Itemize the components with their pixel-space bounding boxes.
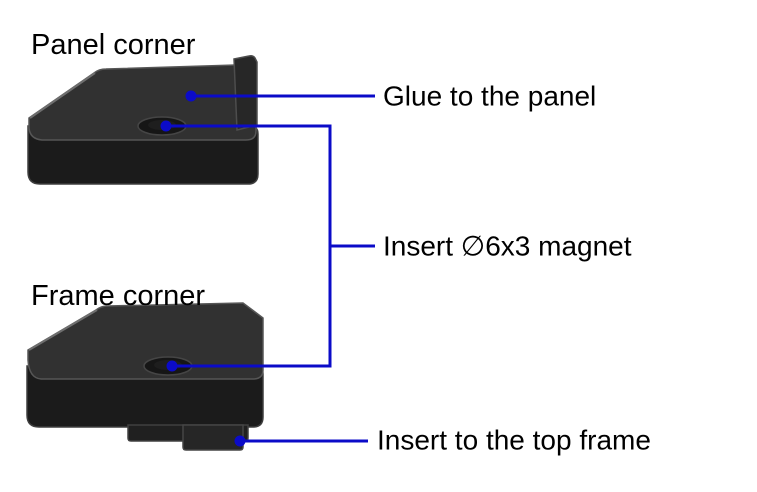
annotation-insert-magnet: Insert ∅6x3 magnet	[383, 230, 632, 262]
annotation-insert-top-frame: Insert to the top frame	[377, 424, 651, 456]
panel-corner-tab	[233, 55, 258, 131]
panel-corner-part	[27, 55, 259, 185]
panel-corner-top-face	[28, 64, 257, 141]
panel-corner-bevel-edge	[29, 72, 96, 119]
frame-magnet-dot	[166, 360, 178, 372]
frame-corner-bevel-edge	[28, 309, 98, 351]
panel-magnet-dot	[160, 120, 172, 132]
frame-corner-tab-deep	[182, 424, 244, 451]
frame-insert-dot	[234, 435, 246, 447]
panel-corner-title: Panel corner	[31, 29, 196, 62]
frame-corner-title: Frame corner	[31, 280, 206, 313]
point-markers	[160, 90, 246, 447]
frame-corner-part	[26, 302, 264, 451]
frame-corner-top-face	[27, 302, 264, 380]
leader-lines	[166, 94, 375, 443]
annotation-glue-to-panel: Glue to the panel	[383, 80, 597, 112]
glue-point-dot	[185, 90, 197, 102]
